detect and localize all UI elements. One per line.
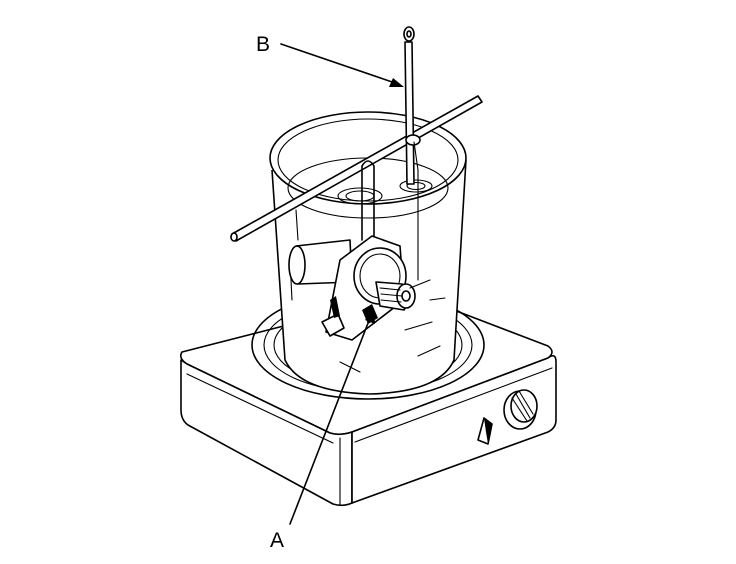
support-rod xyxy=(230,95,483,242)
thermometer-clip xyxy=(405,134,421,146)
control-knob-icon xyxy=(503,389,538,430)
thermostat xyxy=(288,160,416,341)
thermometer xyxy=(403,26,431,289)
leader-lines xyxy=(280,43,404,525)
callout-label-b: B xyxy=(256,33,271,56)
callout-label-a: A xyxy=(270,529,285,552)
